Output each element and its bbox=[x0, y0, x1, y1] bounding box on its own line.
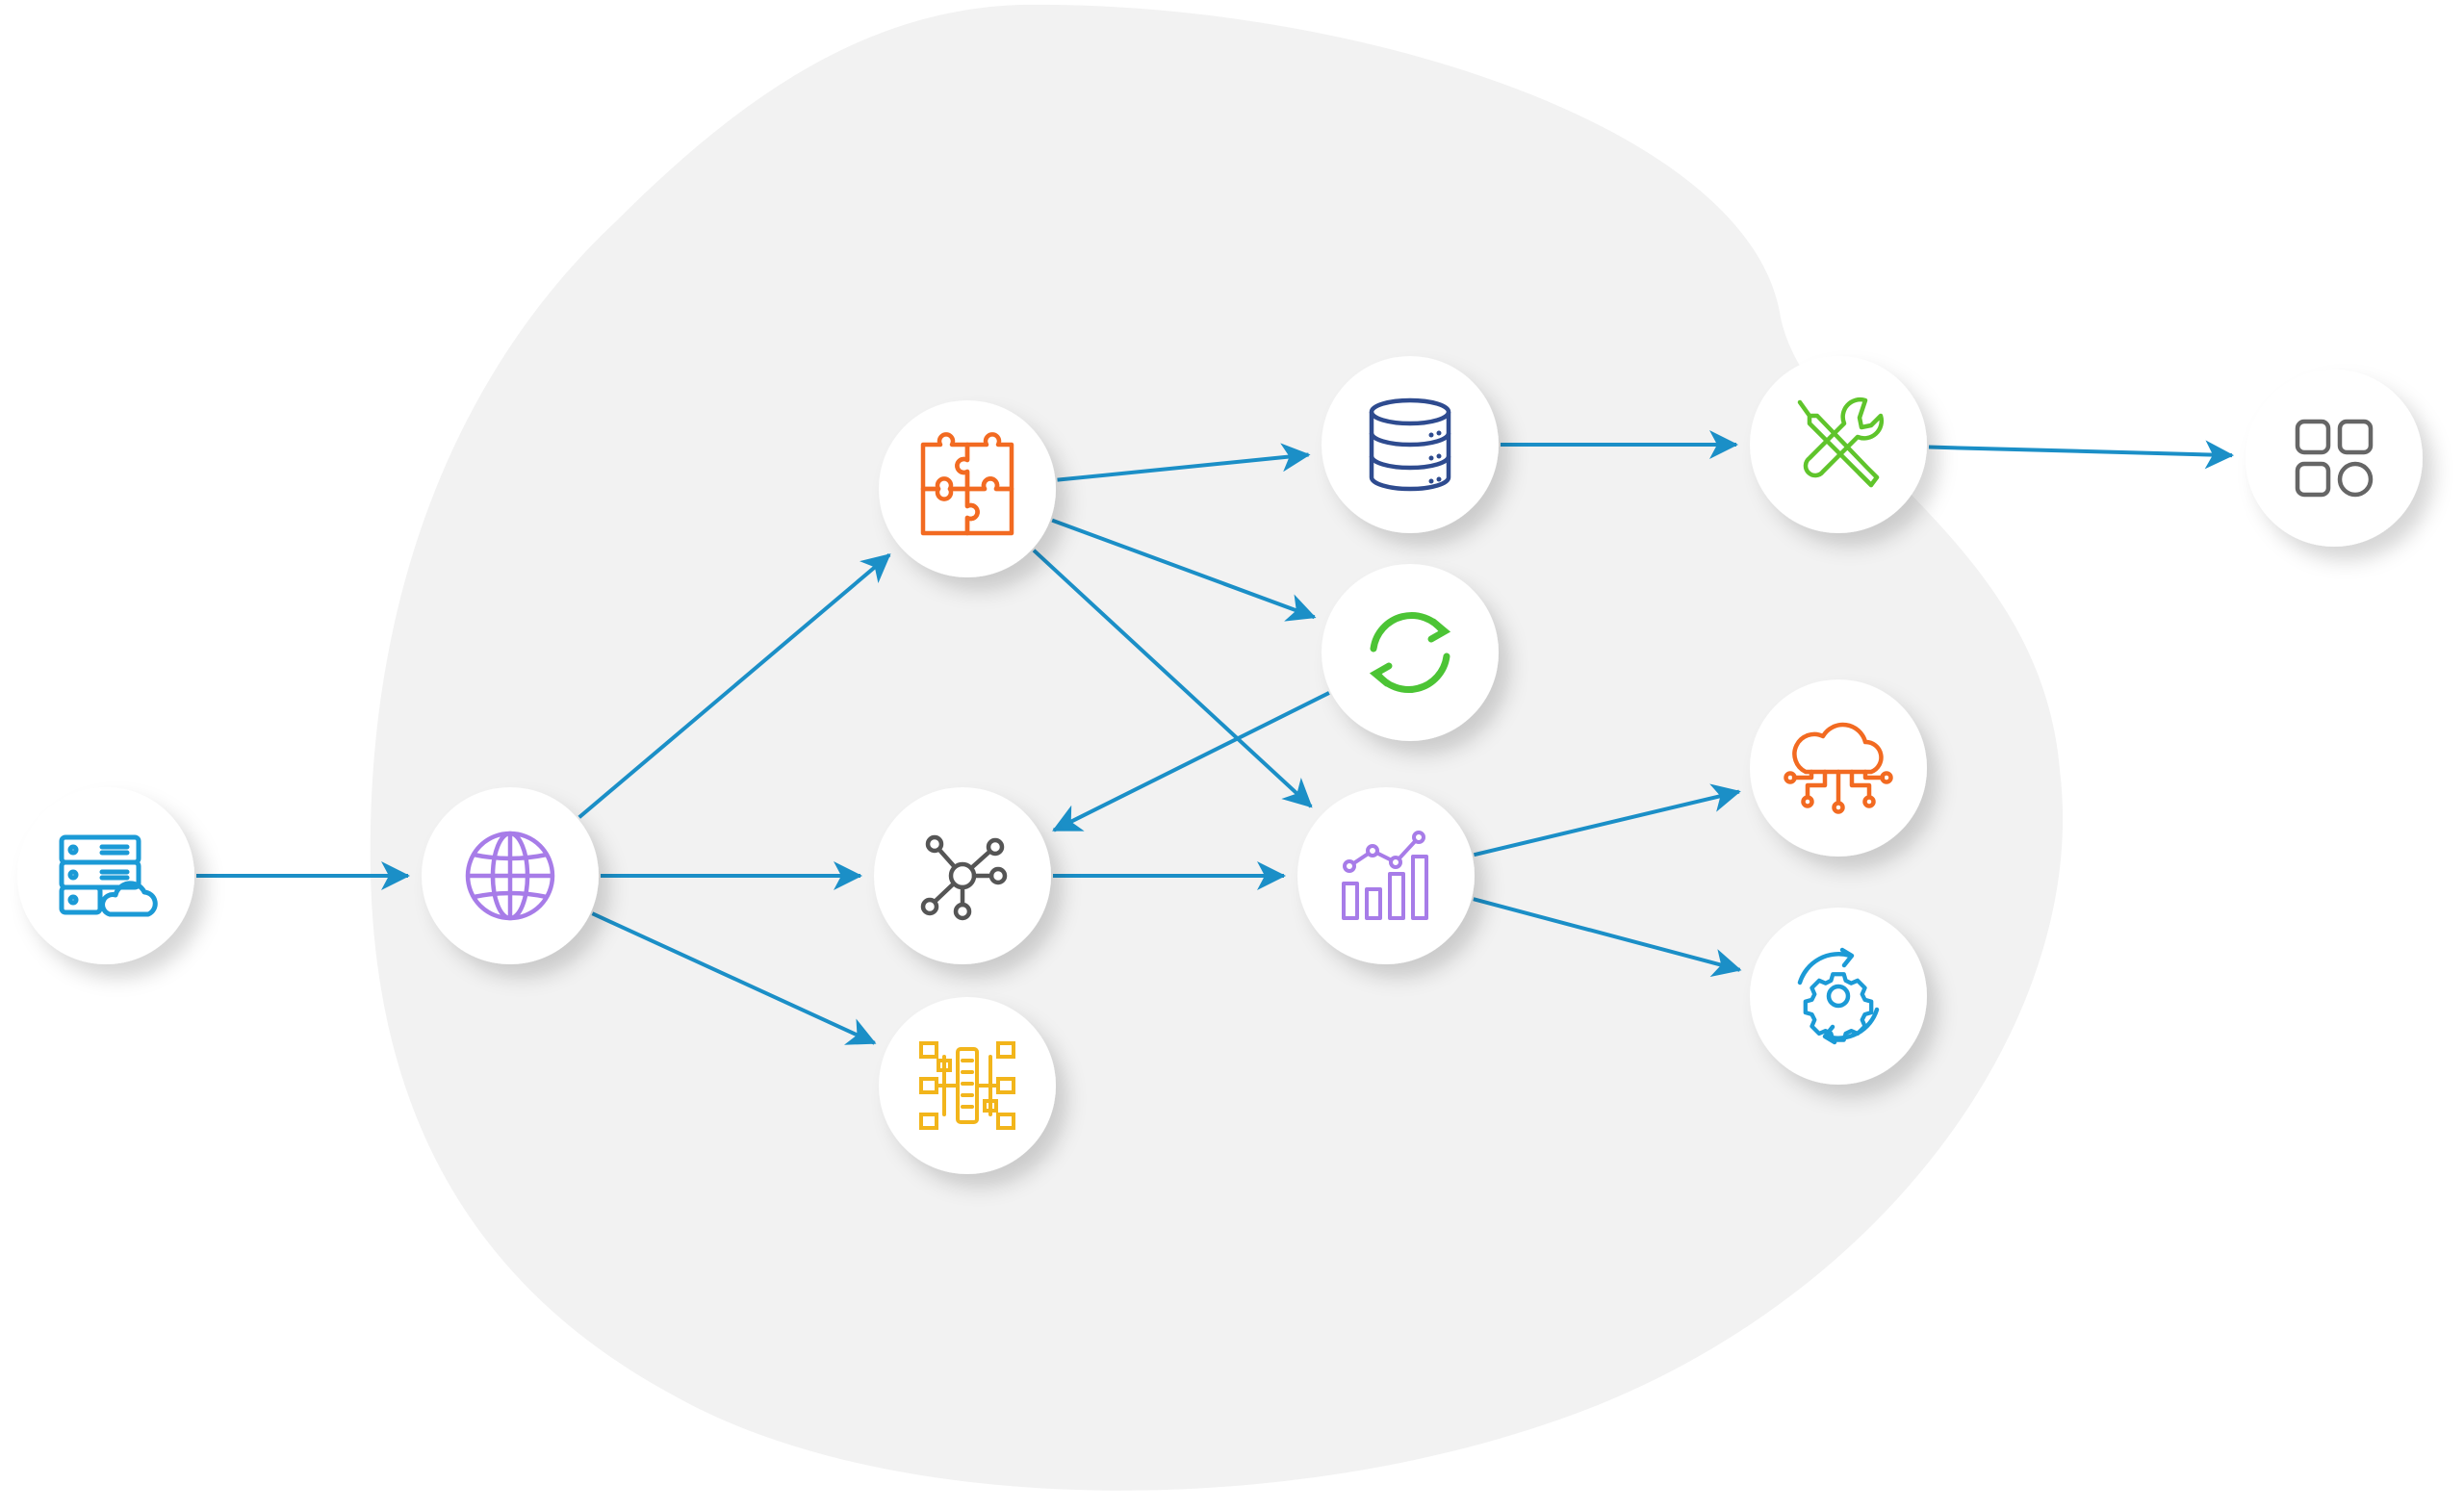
node-circle bbox=[1322, 564, 1499, 741]
database-icon bbox=[1369, 397, 1451, 492]
node-circle bbox=[1750, 679, 1927, 857]
node-sync bbox=[1322, 564, 1499, 741]
flowchart-icon bbox=[919, 1041, 1015, 1130]
node-globe bbox=[422, 787, 599, 964]
node-apps bbox=[2246, 370, 2423, 547]
node-circle bbox=[1750, 908, 1927, 1085]
node-cloud bbox=[1750, 679, 1927, 857]
arrow-globe-to-puzzle bbox=[578, 552, 891, 819]
node-tools bbox=[1750, 356, 1927, 533]
arrow-puzzle-to-database bbox=[1057, 443, 1311, 482]
node-circle bbox=[1297, 787, 1475, 964]
node-gear bbox=[1750, 908, 1927, 1085]
cloud-computing-icon bbox=[1784, 722, 1893, 814]
arrow-analytics-to-cloud bbox=[1473, 783, 1741, 857]
node-network bbox=[874, 787, 1051, 964]
nodes-layer bbox=[17, 356, 2423, 1174]
gear-cycle-icon bbox=[1797, 947, 1880, 1045]
node-puzzle bbox=[879, 400, 1056, 577]
node-server bbox=[17, 787, 194, 964]
arrow-analytics-to-gear bbox=[1473, 897, 1742, 978]
arrow-puzzle-to-analytics bbox=[1032, 549, 1313, 808]
server-cloud-icon bbox=[59, 834, 158, 917]
arrow-tools-to-apps bbox=[1928, 440, 2235, 470]
node-circle bbox=[2246, 370, 2423, 547]
node-database bbox=[1322, 356, 1499, 533]
network-hub-icon bbox=[920, 834, 1008, 921]
globe-icon bbox=[465, 831, 555, 921]
apps-grid-icon bbox=[2295, 419, 2374, 498]
edges-layer bbox=[196, 430, 2235, 1045]
node-analytics bbox=[1297, 787, 1475, 964]
node-flowchart bbox=[879, 997, 1056, 1174]
puzzle-icon bbox=[920, 432, 1014, 536]
arrow-globe-to-flowchart bbox=[591, 911, 877, 1045]
node-circle bbox=[874, 787, 1051, 964]
analytics-chart-icon bbox=[1342, 831, 1428, 920]
node-circle bbox=[1750, 356, 1927, 533]
tools-icon bbox=[1797, 397, 1885, 488]
arrow-puzzle-to-sync bbox=[1051, 518, 1317, 622]
arrow-sync-to-network bbox=[1052, 691, 1330, 832]
sync-icon bbox=[1369, 612, 1451, 693]
